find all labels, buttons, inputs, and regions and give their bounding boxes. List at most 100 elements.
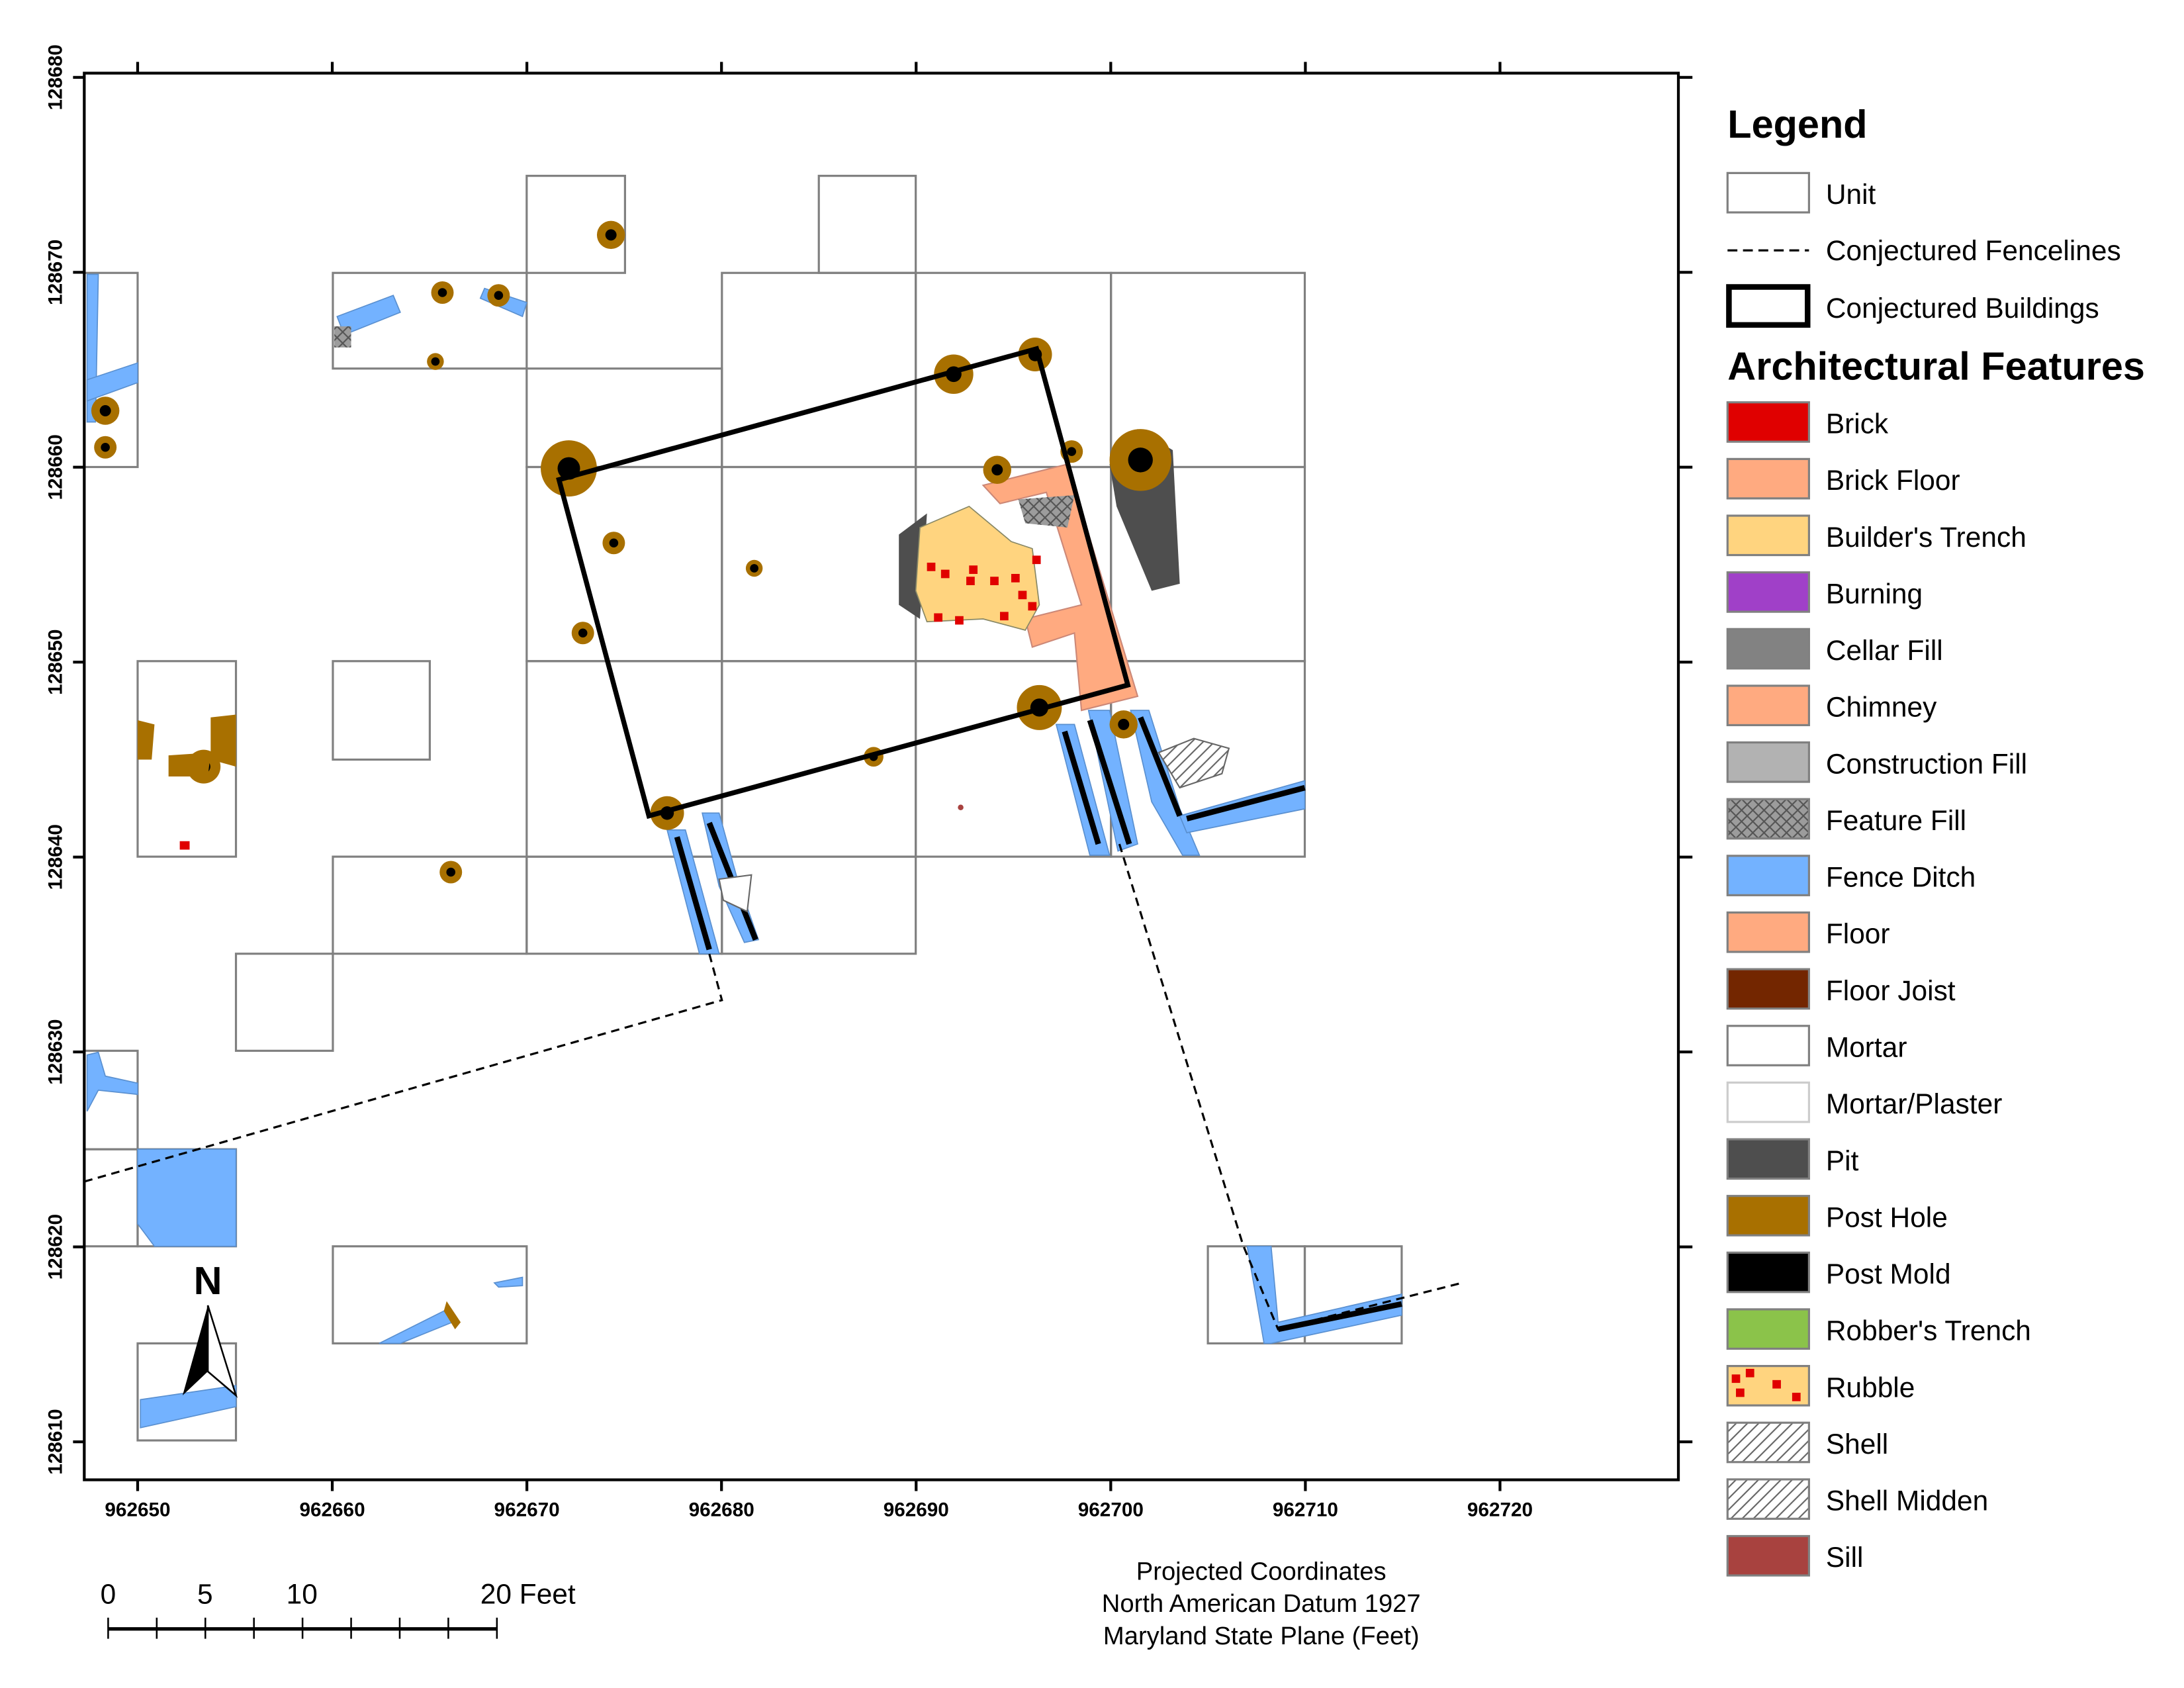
y-tick-label: 128680	[44, 44, 66, 110]
legend-label: Post Hole	[1826, 1201, 1948, 1233]
y-tick-label: 128640	[44, 824, 66, 890]
fence-ditch-feature	[86, 362, 138, 402]
legend-label: Burning	[1826, 578, 1923, 609]
y-tick-label: 128620	[44, 1214, 66, 1280]
fence-ditch-feature	[140, 1385, 237, 1429]
post-mold-feature	[991, 464, 1003, 476]
post-mold-feature	[1138, 716, 1183, 818]
legend-label: Robber's Trench	[1826, 1315, 2031, 1346]
legend-label: Rubble	[1826, 1372, 1915, 1403]
post-hole-feature	[210, 714, 236, 767]
legend-label: Brick	[1826, 408, 1889, 439]
projection-line: North American Datum 1927	[1102, 1589, 1421, 1618]
sill-feature	[958, 804, 964, 810]
excavation-unit	[84, 1148, 139, 1248]
fence-ditch-feature	[379, 1307, 453, 1344]
feature-swatch	[1726, 457, 1810, 500]
projection-line: Projected Coordinates	[1136, 1557, 1387, 1585]
brick-feature	[955, 616, 964, 625]
map-frame	[83, 71, 1680, 1481]
legend-label: Conjectured Buildings	[1826, 293, 2099, 324]
excavation-unit	[525, 660, 723, 858]
x-tick-label: 962670	[494, 1499, 560, 1521]
post-mold-feature	[494, 291, 504, 301]
feature-swatch	[1726, 1195, 1810, 1237]
brick-feature	[969, 565, 978, 574]
scale-label: 20 Feet	[480, 1578, 576, 1609]
post-mold-feature	[750, 564, 758, 573]
post-mold-feature	[101, 442, 110, 452]
fence-ditch-feature	[86, 1051, 138, 1112]
brick-feature	[940, 569, 950, 579]
legend-label: Floor	[1826, 918, 1890, 949]
legend-label: Unit	[1826, 179, 1876, 210]
post-mold-feature	[609, 538, 619, 548]
feature-swatch	[1726, 1025, 1810, 1066]
feature-swatch	[1726, 968, 1810, 1010]
post-mold-feature	[1128, 447, 1153, 473]
x-tick-label: 962700	[1078, 1499, 1144, 1521]
brick-feature	[990, 577, 999, 585]
legend-label: Post Mold	[1826, 1258, 1951, 1289]
north-label: N	[194, 1258, 222, 1303]
brick-floor-feature	[981, 463, 1139, 712]
fence-ditch-feature	[1246, 1245, 1402, 1344]
brick-feature	[999, 612, 1009, 621]
mortar-feature	[718, 874, 752, 913]
legend-label: Floor Joist	[1826, 975, 1956, 1006]
north-arrow: N	[182, 1258, 238, 1398]
excavation-unit	[234, 953, 334, 1052]
shell-feature	[1158, 737, 1230, 789]
rubble-brick-mark	[1745, 1368, 1754, 1378]
y-tick-label: 128650	[44, 630, 66, 695]
brick-feature	[966, 577, 975, 585]
legend-label: Sill	[1826, 1542, 1864, 1573]
feature-swatch	[1726, 1478, 1810, 1520]
legend-title: Legend	[1727, 102, 1867, 146]
legend-label: Construction Fill	[1826, 748, 2027, 779]
feature-swatch	[1726, 1308, 1810, 1350]
legend-label: Pit	[1826, 1145, 1859, 1176]
legend-label: Feature Fill	[1826, 805, 1966, 836]
brick-feature	[934, 613, 942, 622]
legend-label: Conjectured Fencelines	[1826, 235, 2121, 266]
x-tick-label: 962710	[1273, 1499, 1338, 1521]
excavation-unit	[525, 465, 723, 663]
post-mold-feature	[1118, 718, 1130, 730]
x-tick-label: 962680	[689, 1499, 754, 1521]
brick-feature	[1011, 574, 1020, 583]
post-hole-feature	[168, 752, 211, 776]
scale-label: 0	[101, 1578, 116, 1609]
x-tick-label: 962650	[105, 1499, 170, 1521]
legend-label: Mortar/Plaster	[1826, 1088, 2003, 1119]
legend-label: Shell Midden	[1826, 1485, 1988, 1517]
excavation-unit	[332, 855, 528, 955]
building-swatch	[1726, 284, 1811, 328]
post-hole-feature	[137, 720, 155, 760]
brick-feature	[1032, 555, 1041, 565]
post-hole-feature	[443, 1301, 461, 1330]
fence-ditch-feature	[493, 1276, 523, 1288]
feature-swatch	[1726, 401, 1810, 443]
conjectured-building	[556, 346, 1131, 820]
brick-feature	[1028, 602, 1037, 611]
post-mold-feature	[1087, 719, 1132, 845]
conjectured-fenceline	[84, 953, 723, 1183]
legend-label: Shell	[1826, 1429, 1888, 1460]
excavation-unit	[525, 175, 626, 274]
x-tick-label: 962720	[1467, 1499, 1533, 1521]
feature-swatch	[1726, 741, 1810, 783]
x-tick-label: 962660	[299, 1499, 365, 1521]
feature-fill	[1018, 495, 1075, 528]
post-mold-feature	[1067, 447, 1077, 456]
feature-swatch	[1726, 514, 1810, 557]
brick-feature	[1018, 590, 1027, 600]
fence-ditch-feature	[137, 1149, 237, 1247]
feature-swatch	[1726, 1138, 1810, 1180]
feature-swatch	[1726, 571, 1810, 613]
